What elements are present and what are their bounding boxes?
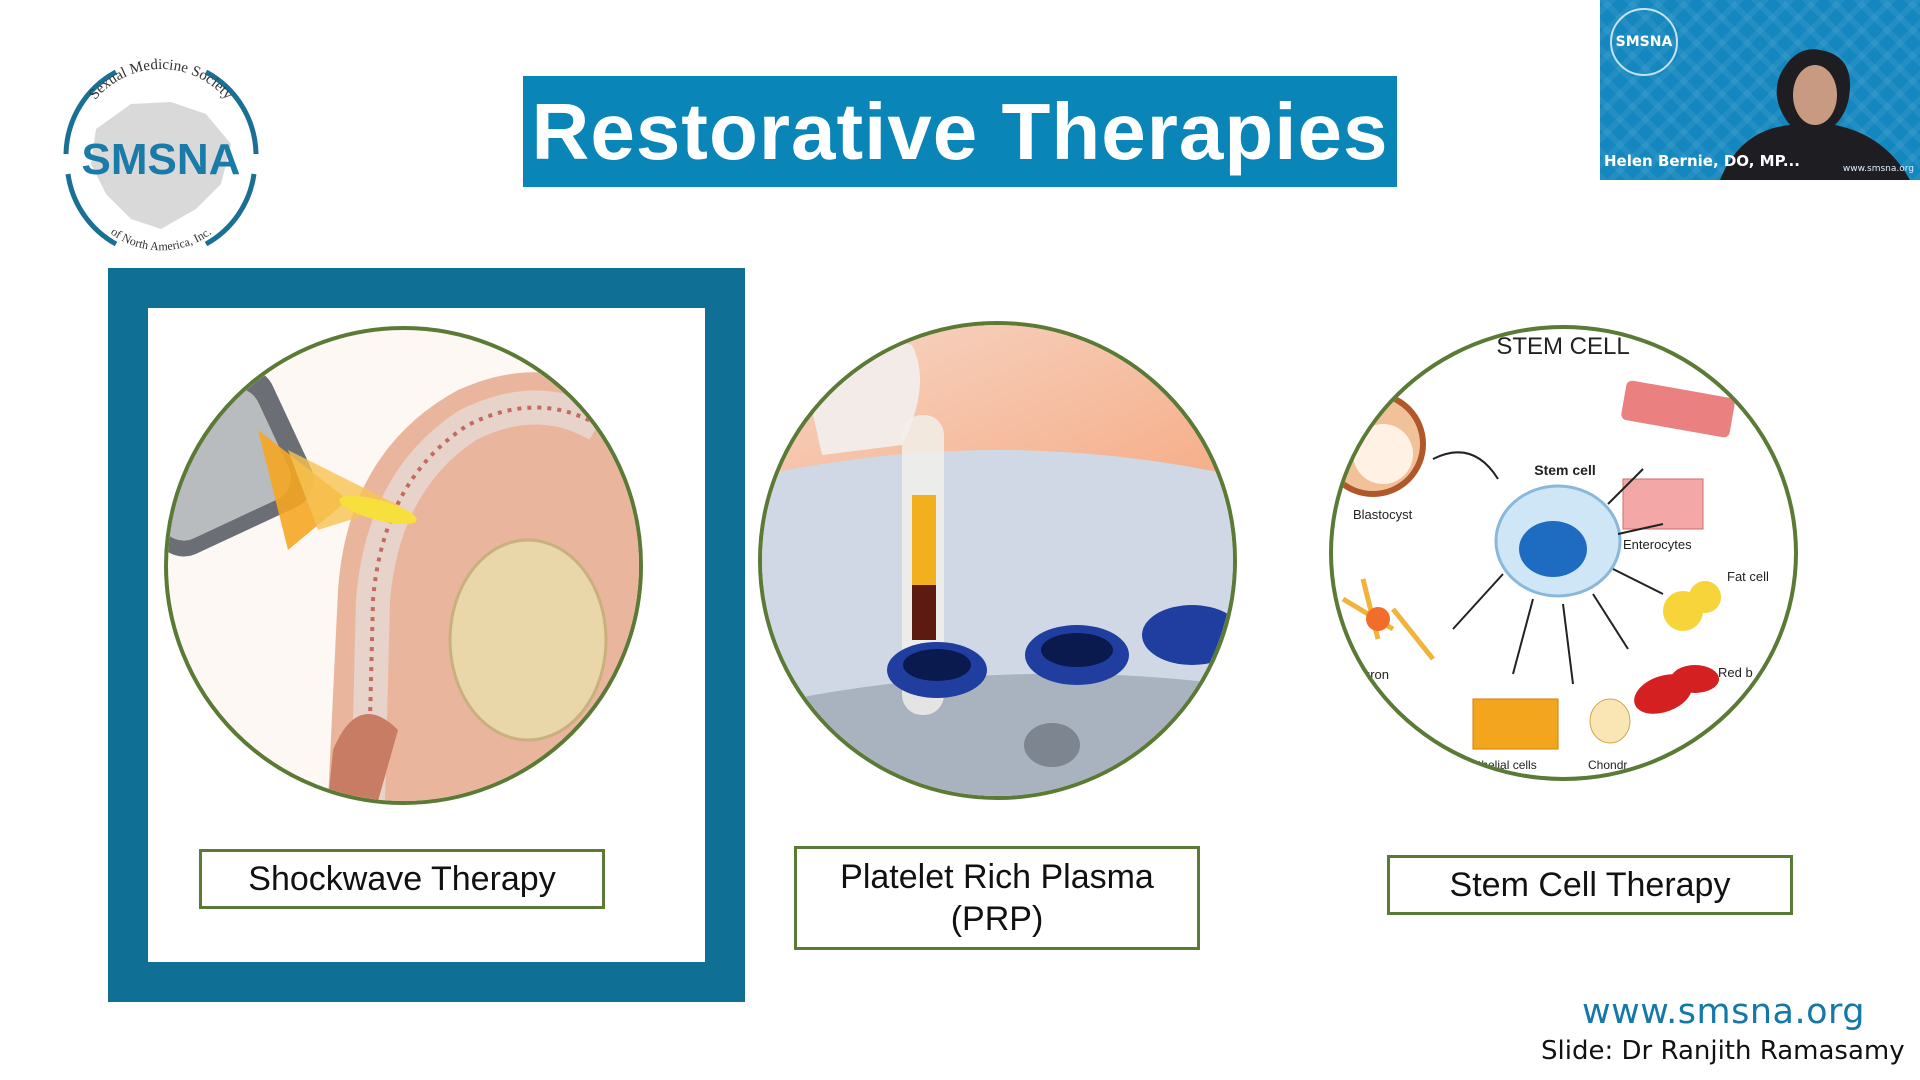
stem-cell-center-label: Stem cell (1534, 462, 1595, 478)
chondrocyte-label: Chondr (1588, 758, 1627, 772)
stem-cell-heading: STEM CELL (1496, 333, 1629, 360)
fat-cell-label: Fat cell (1727, 569, 1769, 584)
slide-title: Restorative Therapies (531, 86, 1389, 176)
stem-cell-therapy-text: Stem Cell Therapy (1449, 866, 1731, 904)
prp-image (758, 321, 1237, 800)
logo-acronym: SMSNA (82, 135, 241, 184)
shockwave-therapy-label: Shockwave Therapy (199, 849, 605, 909)
slide-title-bar: Restorative Therapies (523, 76, 1397, 187)
stem-cell-therapy-label: Stem Cell Therapy (1387, 855, 1793, 915)
stem-cell-image: STEM CELL Stem cell Blastocyst Enterocyt… (1329, 325, 1798, 781)
smsna-logo: Sexual Medicine Society SMSNA of North A… (63, 57, 259, 253)
north-america-map-shape (91, 102, 231, 229)
shockwave-therapy-text: Shockwave Therapy (248, 860, 556, 898)
blastocyst-label: Blastocyst (1353, 507, 1413, 522)
prp-label-line2: (PRP) (950, 900, 1044, 938)
epithelial-label: thelial cells (1478, 758, 1537, 772)
logo-arc-top-text: Sexual Medicine Society (86, 57, 236, 103)
video-watermark: www.smsna.org (1842, 164, 1914, 174)
speaker-silhouette (1720, 49, 1910, 180)
speaker-video-thumbnail[interactable]: SMSNA Helen Bernie, DO, MP... www.smsna.… (1600, 0, 1920, 180)
slide-credit: Slide: Dr Ranjith Ramasamy (1541, 1036, 1905, 1066)
shockwave-therapy-image (164, 326, 643, 805)
enterocytes-label: Enterocytes (1623, 537, 1692, 552)
neuron-label: uron (1363, 667, 1389, 682)
red-blood-cell-label: Red b (1718, 665, 1753, 680)
participant-name: Helen Bernie, DO, MP... (1604, 152, 1800, 170)
website-url: www.smsna.org (1582, 992, 1866, 1032)
video-smsna-logo: SMSNA (1610, 8, 1678, 76)
prp-label-line1: Platelet Rich Plasma (840, 858, 1154, 896)
prp-label: Platelet Rich Plasma (PRP) (794, 846, 1200, 950)
